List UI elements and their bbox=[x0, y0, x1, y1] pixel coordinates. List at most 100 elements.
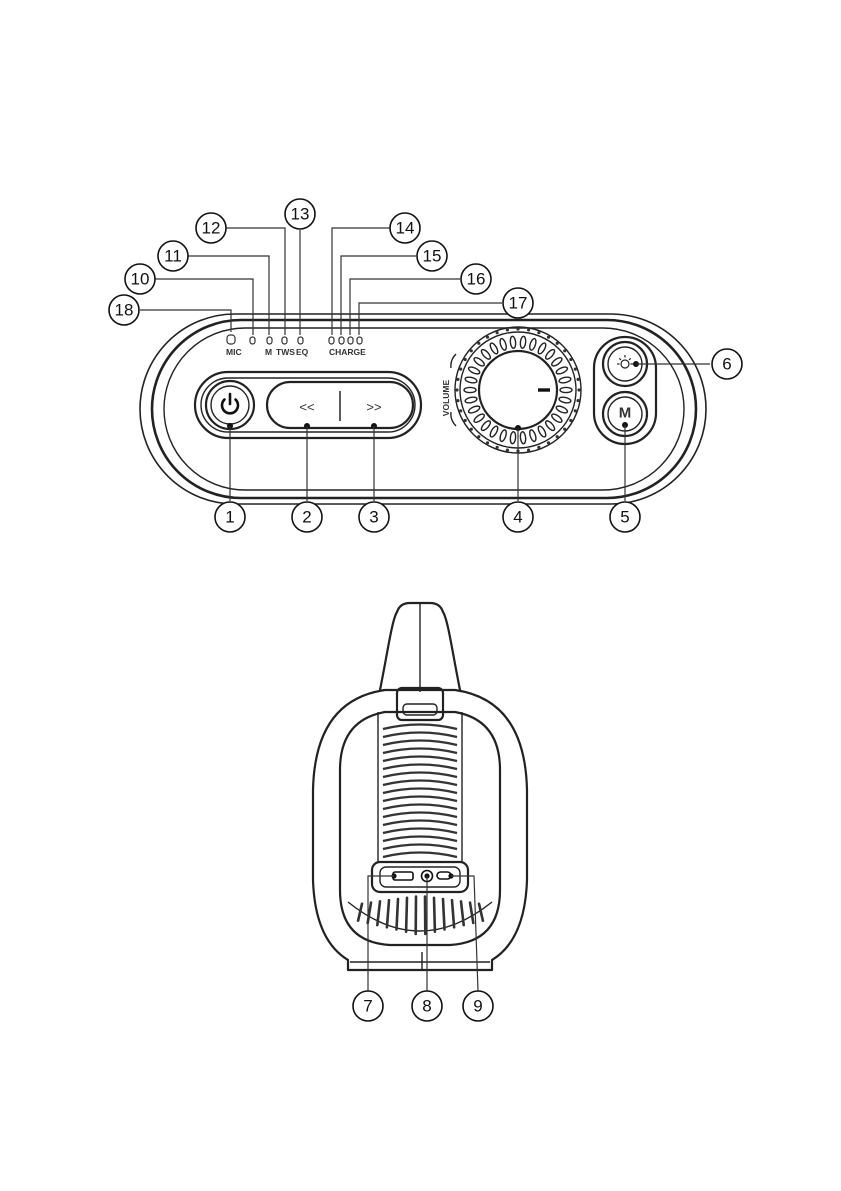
speaker-rib bbox=[383, 853, 457, 858]
knob-dot bbox=[537, 446, 540, 449]
knob-grip bbox=[480, 419, 492, 431]
speaker-rib bbox=[383, 749, 457, 754]
knob-dot bbox=[547, 441, 550, 444]
callout-6: 6 bbox=[712, 349, 742, 379]
knob-grip bbox=[529, 338, 538, 351]
knob-grip bbox=[468, 366, 481, 376]
grille-slot bbox=[397, 899, 399, 930]
speaker-rib bbox=[383, 733, 457, 738]
callout-13: 13 bbox=[285, 199, 315, 229]
callout-number: 11 bbox=[164, 247, 182, 266]
eq-label: EQ bbox=[296, 347, 309, 357]
grille-slot bbox=[470, 903, 473, 923]
previous-button[interactable]: << bbox=[299, 400, 314, 415]
callout-10: 10 bbox=[125, 264, 155, 294]
speaker-rib bbox=[383, 821, 457, 826]
led-12 bbox=[282, 337, 287, 344]
callout-16: 16 bbox=[461, 264, 491, 294]
power-button[interactable] bbox=[206, 381, 254, 429]
callout-18: 18 bbox=[109, 295, 139, 325]
power-icon bbox=[222, 394, 238, 413]
led-13 bbox=[298, 337, 303, 344]
speaker-ribs bbox=[383, 725, 457, 858]
callout-number: 1 bbox=[225, 508, 234, 527]
knob-grip bbox=[555, 366, 568, 376]
knob-grip bbox=[544, 419, 556, 431]
knob-grip bbox=[499, 338, 508, 351]
knob-dot bbox=[574, 368, 577, 371]
knob-grip bbox=[465, 376, 478, 384]
speaker-rib bbox=[383, 789, 457, 794]
indicator-leds bbox=[227, 335, 362, 344]
knob-dot bbox=[537, 331, 540, 334]
knob-dot bbox=[455, 388, 458, 391]
speaker-rib bbox=[383, 829, 457, 834]
callout-number: 5 bbox=[620, 508, 629, 527]
led-11 bbox=[267, 337, 272, 344]
knob-dot bbox=[506, 328, 509, 331]
knob-grip bbox=[510, 336, 516, 348]
knob-dot bbox=[459, 409, 462, 412]
knob-grip bbox=[560, 387, 572, 392]
callout-3: 3 bbox=[359, 502, 389, 532]
knob-dot bbox=[576, 399, 579, 402]
speaker-rib bbox=[383, 725, 457, 730]
next-button[interactable]: >> bbox=[366, 400, 381, 415]
knob-dot bbox=[569, 419, 572, 422]
knob-dot bbox=[556, 435, 559, 438]
speaker-rib bbox=[383, 757, 457, 762]
grille-slot bbox=[479, 904, 483, 921]
knob-dot bbox=[506, 448, 509, 451]
knob-grip bbox=[468, 405, 481, 415]
callout-number: 6 bbox=[722, 355, 731, 374]
callout-number: 7 bbox=[363, 997, 372, 1016]
speaker-rib bbox=[383, 805, 457, 810]
knob-dot bbox=[459, 368, 462, 371]
knob-grip bbox=[520, 336, 526, 348]
sun-icon bbox=[617, 355, 633, 368]
knob-grip bbox=[550, 356, 563, 367]
led-16 bbox=[348, 337, 353, 344]
callout-number: 4 bbox=[513, 508, 522, 527]
knob-dot bbox=[574, 409, 577, 412]
port-panel bbox=[372, 862, 468, 892]
grille-slot bbox=[452, 900, 454, 927]
knob-grip bbox=[537, 425, 548, 438]
callout-17: 17 bbox=[503, 288, 533, 318]
knob-dot bbox=[527, 448, 530, 451]
speaker-rib bbox=[383, 781, 457, 786]
callout-number: 17 bbox=[509, 294, 528, 313]
callout-11: 11 bbox=[158, 241, 188, 271]
knob-grip bbox=[550, 413, 563, 424]
mic-label: MIC bbox=[226, 347, 242, 357]
knob-grip bbox=[544, 348, 556, 360]
callout-number: 14 bbox=[396, 219, 415, 238]
knob-dot bbox=[486, 336, 489, 339]
callout-number: 18 bbox=[115, 301, 134, 320]
knob-dot bbox=[470, 428, 473, 431]
knob-dot bbox=[569, 358, 572, 361]
m-label: M bbox=[265, 347, 272, 357]
knob-grip bbox=[464, 387, 476, 392]
callout-number: 3 bbox=[369, 508, 378, 527]
callout-1: 1 bbox=[215, 502, 245, 532]
knob-grip bbox=[537, 342, 548, 355]
knob-dot bbox=[477, 342, 480, 345]
knob-grip bbox=[555, 405, 568, 415]
callout-9: 9 bbox=[463, 991, 493, 1021]
callout-5: 5 bbox=[610, 502, 640, 532]
knob-grip bbox=[499, 429, 508, 442]
knob-dot bbox=[527, 328, 530, 331]
speaker-rib bbox=[383, 765, 457, 770]
knob-dot bbox=[516, 327, 519, 330]
knob-grip bbox=[473, 413, 486, 424]
led-14 bbox=[329, 337, 334, 344]
knob-grip bbox=[520, 431, 526, 443]
callout-number: 9 bbox=[473, 997, 482, 1016]
speaker-rib bbox=[383, 813, 457, 818]
callout-2: 2 bbox=[292, 502, 322, 532]
tws-label: TWS bbox=[276, 347, 295, 357]
mic-indicator-icon bbox=[227, 335, 235, 344]
callout-12: 12 bbox=[196, 213, 226, 243]
